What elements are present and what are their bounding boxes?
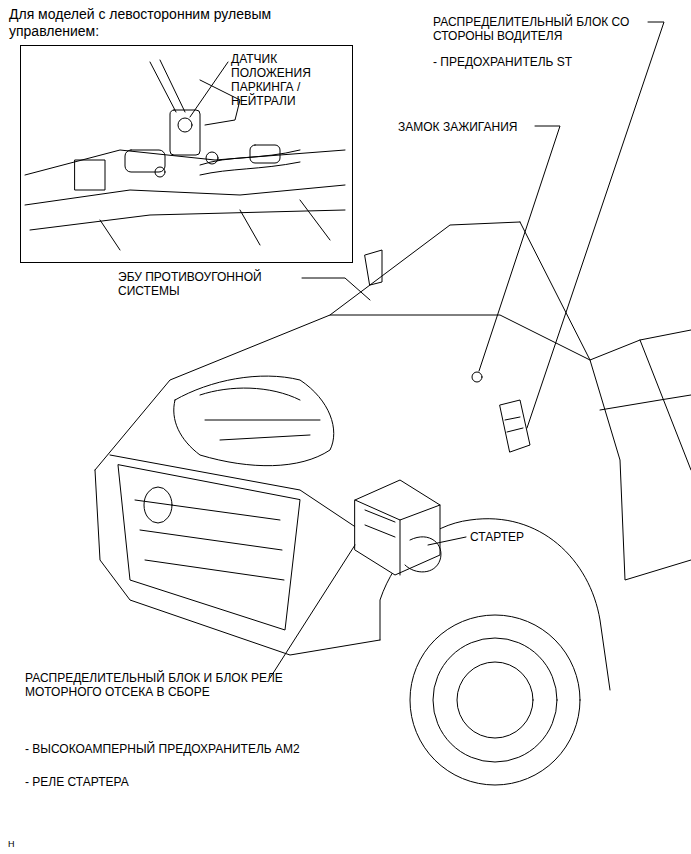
leader-lines bbox=[190, 22, 664, 678]
vehicle-drawing bbox=[95, 222, 691, 785]
part-note: - ВЫСОКОАМПЕРНЫЙ ПРЕДОХРАНИТЕЛЬ AM2 bbox=[25, 742, 355, 756]
part-label: РАСПРЕДЕЛИТЕЛЬНЫЙ БЛОК И БЛОК РЕЛЕ МОТОР… bbox=[25, 671, 285, 699]
inset-box: Для моделей с левосторонним рулевым упра… bbox=[20, 45, 353, 263]
part-label: СТАРТЕР bbox=[470, 530, 570, 544]
part-label: ЗАМОК ЗАЖИГАНИЯ bbox=[398, 120, 538, 134]
part-note: - ПРЕДОХРАНИТЕЛЬ ST bbox=[433, 55, 673, 69]
part-label: ДАТЧИК ПОЛОЖЕНИЯ ПАРКИНГА / НЕЙТРАЛИ bbox=[231, 52, 343, 108]
inset-heading: Для моделей с левосторонним рулевым упра… bbox=[9, 6, 354, 40]
figure-code: H bbox=[8, 837, 38, 851]
part-note: - РЕЛЕ СТАРТЕРА bbox=[25, 775, 325, 789]
part-label: ЭБУ ПРОТИВОУГОННОЙ СИСТЕМЫ bbox=[118, 270, 300, 298]
part-label: РАСПРЕДЕЛИТЕЛЬНЫЙ БЛОК СО СТОРОНЫ ВОДИТЕ… bbox=[433, 15, 643, 43]
